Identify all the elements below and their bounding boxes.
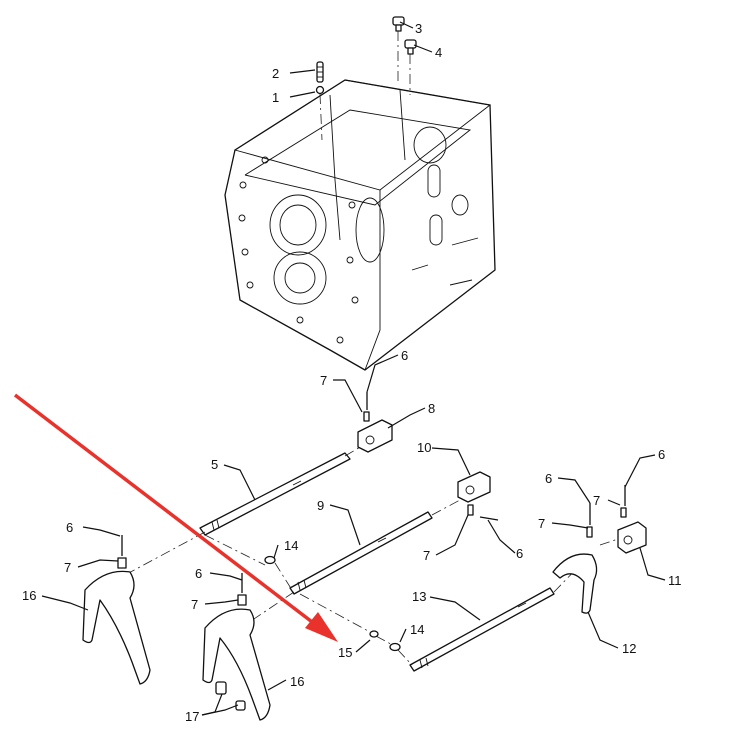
callout-6: 6: [401, 348, 408, 363]
callout-3: 3: [415, 21, 422, 36]
shift-block-10: [457, 471, 499, 521]
callout-7: 7: [423, 548, 430, 563]
callout-6: 6: [195, 566, 202, 581]
callout-14: 14: [410, 622, 424, 637]
callout-1: 1: [272, 90, 279, 105]
assembly-centerlines: [124, 531, 631, 666]
callout-labels: 2 1 3 4 7 6 8 5 10 9 6 7 16 6 7 14 7 6 6…: [22, 21, 682, 724]
callout-5: 5: [211, 457, 218, 472]
callout-13: 13: [412, 589, 426, 604]
callout-11: 11: [668, 573, 682, 588]
highlight-arrow: [13, 393, 338, 642]
callout-7: 7: [64, 560, 71, 575]
shift-fork-16-left: [82, 535, 151, 685]
callout-14: 14: [284, 538, 298, 553]
shift-rail-13: [409, 587, 555, 672]
callout-6: 6: [545, 471, 552, 486]
callout-7: 7: [191, 597, 198, 612]
callout-6: 6: [658, 447, 665, 462]
ball-14-upper: [264, 555, 276, 565]
ring-15: [369, 630, 379, 638]
shift-block-8: [357, 392, 393, 453]
callout-8: 8: [428, 401, 435, 416]
callout-6: 6: [516, 546, 523, 561]
callout-7: 7: [538, 516, 545, 531]
callout-6: 6: [66, 520, 73, 535]
shift-fork-16-center: [202, 573, 271, 721]
callout-15: 15: [338, 645, 352, 660]
pin-2: [316, 61, 324, 83]
shift-block-11: [586, 485, 647, 554]
callout-7: 7: [320, 373, 327, 388]
callout-2: 2: [272, 66, 279, 81]
leader-lines: [41, 21, 666, 716]
ball-14-lower: [389, 642, 401, 652]
callout-17: 17: [185, 709, 199, 724]
shift-rail-9: [289, 499, 461, 595]
callout-16: 16: [290, 674, 304, 689]
shift-fork-12: [552, 553, 598, 614]
pad-17: [215, 681, 246, 711]
shift-rail-5: [199, 445, 363, 536]
plug-4: [404, 39, 417, 95]
callout-9: 9: [317, 498, 324, 513]
callout-12: 12: [622, 641, 636, 656]
callout-10: 10: [417, 440, 431, 455]
callout-4: 4: [435, 45, 442, 60]
callout-7: 7: [593, 493, 600, 508]
callout-16: 16: [22, 588, 36, 603]
washer-1: [315, 85, 325, 141]
gearbox-housing: [224, 79, 496, 371]
plug-3: [392, 16, 405, 85]
